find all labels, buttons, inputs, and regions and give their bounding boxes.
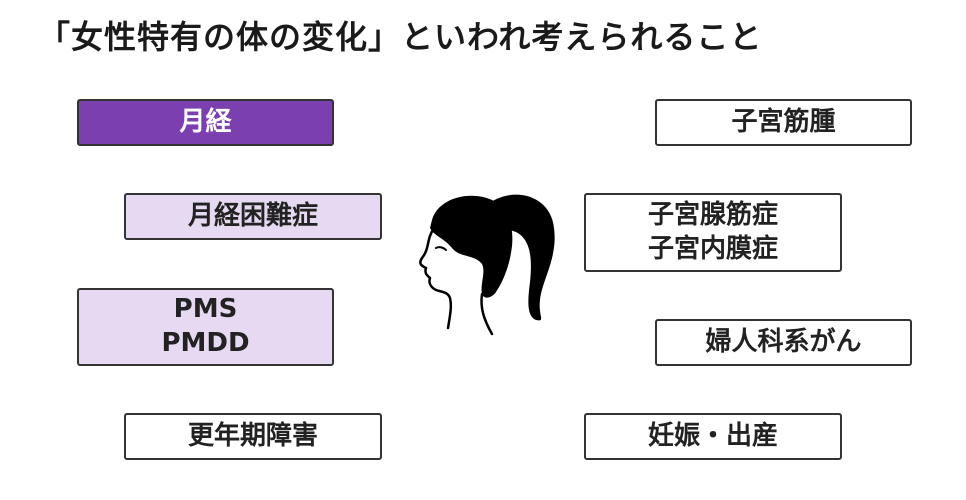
box-dysmenorrhea-label: 月経困難症 [187, 200, 318, 231]
box-dysmenorrhea: 月経困難症 [124, 193, 382, 240]
box-pregnancy-label: 妊娠・出産 [647, 420, 778, 451]
box-fibroids: 子宮筋腫 [655, 99, 912, 146]
page-title: 「女性特有の体の変化」といわれ考えられること [38, 18, 763, 56]
box-pmdd-label: PMDD [161, 328, 250, 358]
box-pms-pmdd: PMS PMDD [77, 288, 334, 366]
box-pregnancy: 妊娠・出産 [584, 413, 842, 460]
box-menstruation: 月経 [77, 99, 334, 146]
box-menopause: 更年期障害 [124, 413, 382, 460]
woman-profile-icon [419, 194, 555, 336]
box-menopause-label: 更年期障害 [187, 420, 318, 451]
box-adenomyosis-label: 子宮腺筋症 [647, 199, 778, 230]
box-pms-label: PMS [173, 294, 238, 325]
box-endometriosis-label: 子宮内膜症 [647, 233, 778, 264]
box-gyn-cancer: 婦人科系がん [655, 319, 912, 366]
box-gyn-cancer-label: 婦人科系がん [705, 326, 862, 357]
box-menstruation-label: 月経 [179, 106, 232, 137]
box-adeno-endo: 子宮腺筋症 子宮内膜症 [584, 193, 842, 272]
box-fibroids-label: 子宮筋腫 [731, 106, 836, 137]
